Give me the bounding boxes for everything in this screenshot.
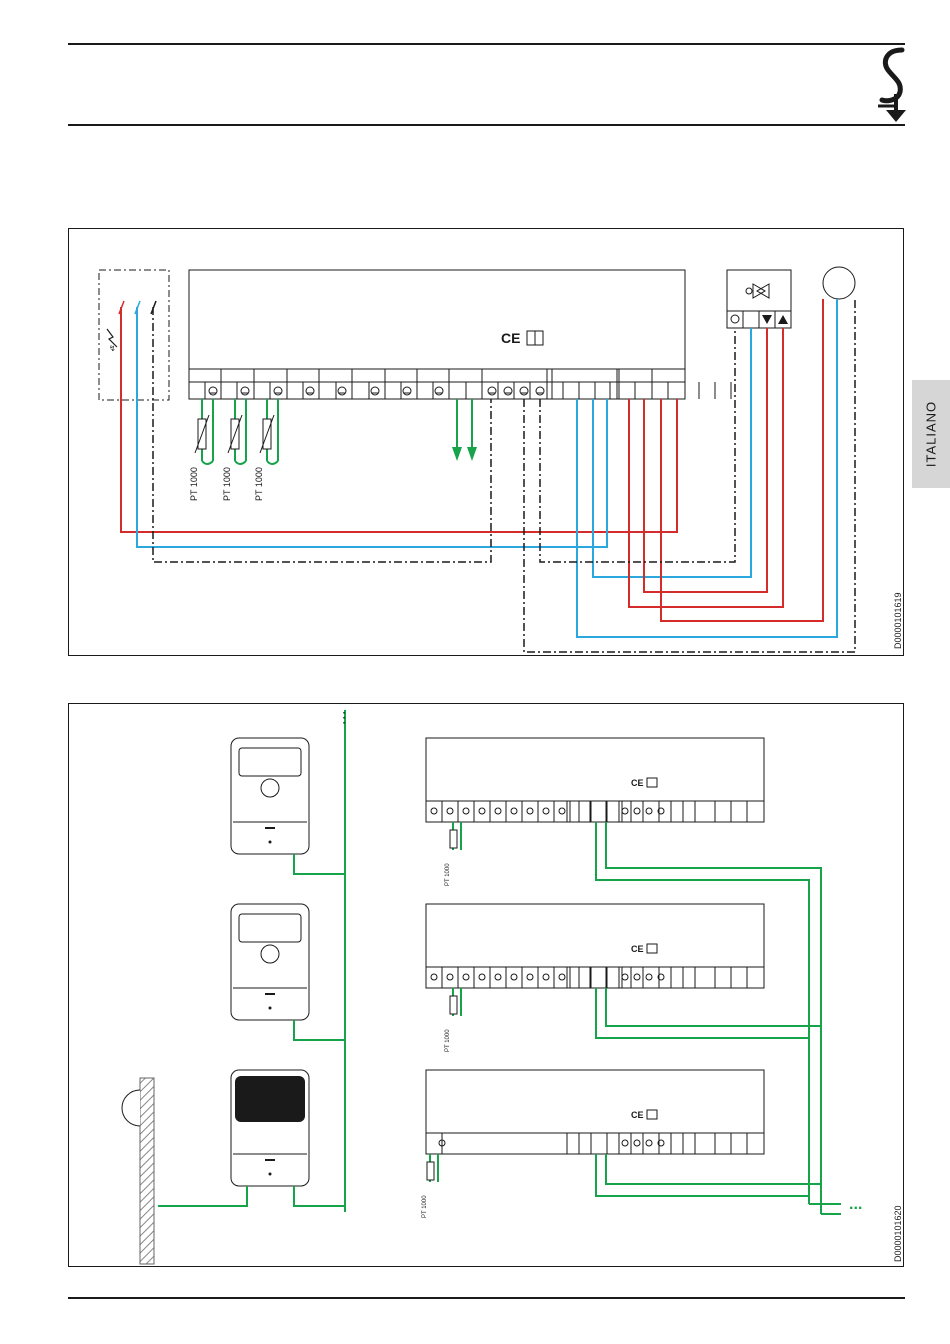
pump-icon — [823, 267, 855, 299]
bus-wire — [596, 1154, 809, 1204]
footer-rule — [68, 1297, 905, 1299]
wiring-diagram-single: ↯ CE PT 1000 PT 1000 PT 1000 D0000101619 — [68, 228, 904, 656]
bus-arrow-icon — [467, 447, 477, 461]
wall-section — [122, 1078, 154, 1264]
sensor-label: PT 1000 — [445, 863, 451, 886]
sensor-wire — [158, 1186, 247, 1206]
language-tab-label: ITALIANO — [924, 401, 939, 467]
svg-text:↯: ↯ — [109, 344, 116, 353]
sensor-label: PT 1000 — [254, 467, 264, 501]
temperature-sensor-3: PT 1000 — [254, 399, 278, 501]
sensor-label: PT 1000 — [445, 1029, 451, 1052]
bus-continuation-top: ⋮ — [337, 709, 351, 725]
status-led — [269, 1173, 272, 1176]
ce-mark: CE — [631, 1110, 644, 1120]
brand-logo — [876, 46, 910, 124]
svg-text:CE: CE — [501, 330, 520, 346]
bus-wire — [294, 1020, 345, 1040]
sensor-label: PT 1000 — [422, 1195, 428, 1218]
brand-badge — [265, 1159, 275, 1161]
bus-wire — [294, 1186, 345, 1206]
outdoor-sensor-icon — [122, 1090, 140, 1126]
status-led — [269, 1007, 272, 1010]
mixing-valve-actuator — [727, 270, 791, 328]
bus-wire — [294, 854, 345, 874]
room-control-2 — [231, 904, 309, 1020]
bus-arrow-icon — [452, 447, 462, 461]
mains-isolator: ↯ — [99, 270, 169, 400]
bus-wire — [809, 1204, 841, 1214]
display-screen — [239, 748, 301, 776]
sensor-wire — [267, 461, 278, 464]
controller-unit-2: CE PT 1000 — [426, 904, 821, 1214]
language-tab[interactable]: ITALIANO — [912, 380, 950, 488]
bus-continuation: ... — [849, 1196, 862, 1213]
ce-mark: CE — [631, 944, 644, 954]
sensor-wire — [235, 461, 246, 464]
display-screen — [239, 914, 301, 942]
sensor-wire — [202, 461, 213, 464]
header-rule-top — [68, 43, 905, 45]
controller-unit-3: CE PT 1000 — [422, 1070, 821, 1218]
drawing-number: D0000101619 — [893, 592, 903, 649]
bus-wire — [606, 1154, 821, 1214]
control-dial-icon — [261, 945, 279, 963]
temperature-sensor-2: PT 1000 — [222, 399, 246, 501]
sensor-element — [450, 830, 457, 848]
header-rule-bottom — [68, 124, 905, 126]
sensor-element — [450, 996, 457, 1014]
room-control-3 — [231, 1070, 309, 1186]
sensor-label: PT 1000 — [222, 467, 232, 501]
sensor-label: PT 1000 — [189, 467, 199, 501]
sensor-element — [427, 1162, 434, 1180]
display-cover — [235, 1076, 305, 1122]
room-control-1 — [231, 738, 309, 854]
drawing-number: D0000101620 — [893, 1205, 903, 1262]
temperature-sensor-1: PT 1000 — [189, 399, 213, 501]
control-dial-icon — [261, 779, 279, 797]
controller-unit: CE — [189, 270, 731, 399]
brand-badge — [265, 993, 275, 995]
ce-mark: CE — [631, 778, 644, 788]
status-led — [269, 841, 272, 844]
brand-badge — [265, 827, 275, 829]
